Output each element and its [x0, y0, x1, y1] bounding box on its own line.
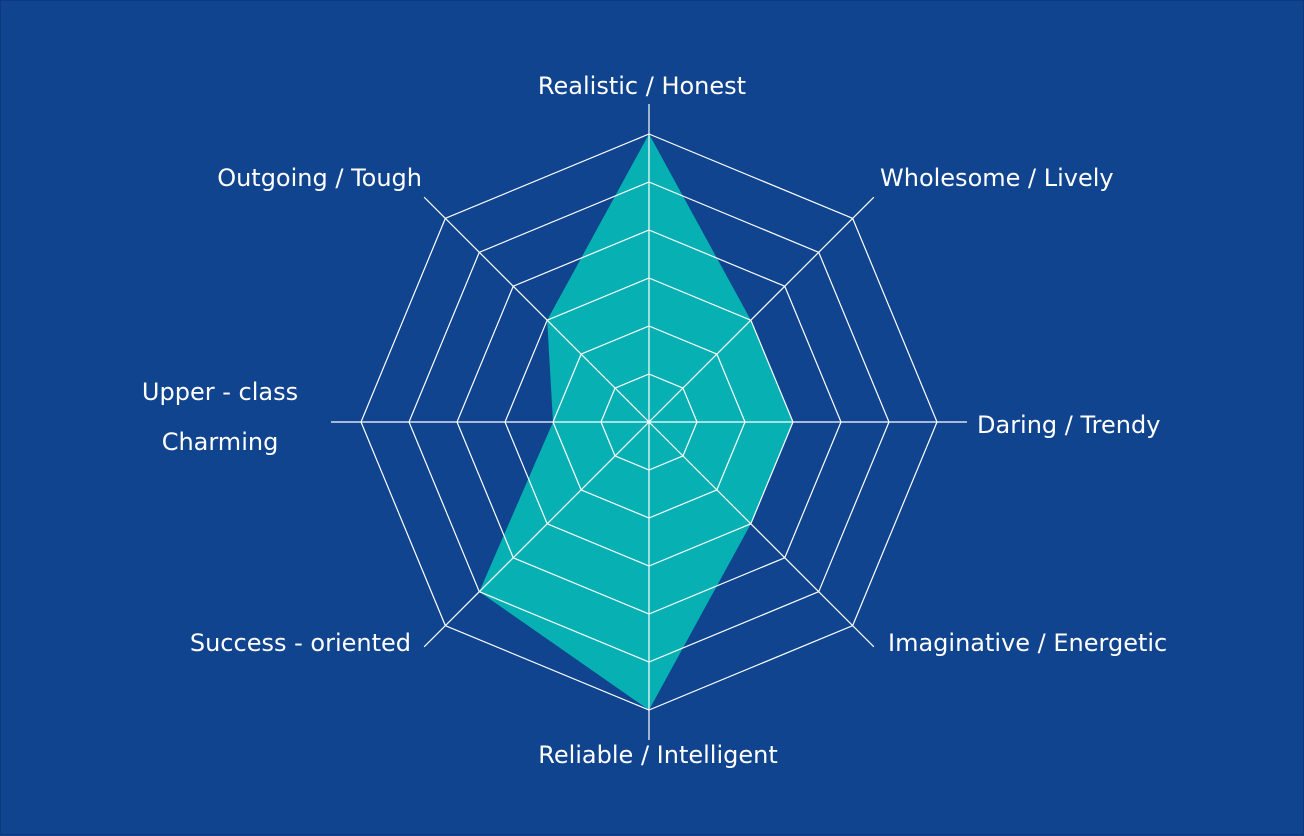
axis-label-5: Reliable / Intelligent [538, 741, 778, 769]
grid-spoke-4 [648, 421, 875, 648]
axis-label-8-line-1: Outgoing / Tough [217, 164, 422, 192]
axis-label-4: Imaginative / Energetic [888, 629, 1167, 657]
axis-label-2: Wholesome / Lively [880, 164, 1114, 192]
grid-spoke-2 [648, 196, 875, 423]
grid-spoke-6 [423, 421, 650, 648]
axis-label-6: Success - oriented [190, 629, 411, 657]
axis-label-3-line-1: Daring / Trendy [977, 411, 1160, 439]
axis-label-3: Daring / Trendy [977, 411, 1160, 439]
grid-layer [331, 104, 967, 740]
axis-label-1: Realistic / Honest [538, 72, 746, 100]
axis-label-4-line-1: Imaginative / Energetic [888, 629, 1167, 657]
axis-label-7-line-2: Charming [162, 428, 279, 456]
axis-label-2-line-1: Wholesome / Lively [880, 164, 1114, 192]
axis-label-7-line-1: Upper - class [142, 378, 298, 406]
axis-label-6-line-1: Success - oriented [190, 629, 411, 657]
axis-label-8: Outgoing / Tough [217, 164, 422, 192]
grid-spoke-8 [423, 196, 650, 423]
axis-label-1-line-1: Realistic / Honest [538, 72, 746, 100]
axis-label-5-line-1: Reliable / Intelligent [538, 741, 778, 769]
